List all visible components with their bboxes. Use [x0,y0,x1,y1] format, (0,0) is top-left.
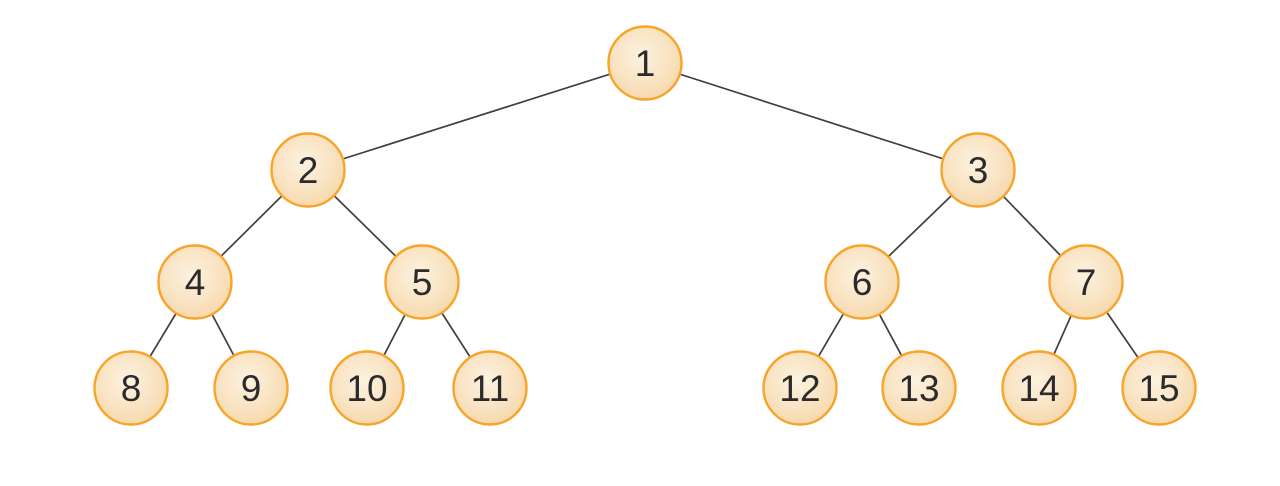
node-circle-4 [157,244,233,320]
tree-node-3: 3 [940,132,1016,208]
node-circle-10 [329,350,405,426]
node-label-15: 15 [1138,368,1179,409]
node-label-9: 9 [241,368,262,409]
tree-edge-1-2 [307,62,646,171]
node-label-6: 6 [852,262,873,303]
node-circle-14 [1001,350,1077,426]
node-circle-12 [762,350,838,426]
node-circle-8 [93,350,169,426]
node-label-3: 3 [968,150,989,191]
tree-node-5: 5 [384,244,460,320]
tree-node-10: 10 [329,350,405,426]
node-circle-1 [607,25,683,101]
tree-node-14: 14 [1001,350,1077,426]
node-circle-5 [384,244,460,320]
node-circle-13 [881,350,957,426]
node-circle-2 [270,132,346,208]
node-circle-15 [1121,350,1197,426]
node-label-2: 2 [298,150,319,191]
node-label-10: 10 [346,368,387,409]
node-label-14: 14 [1018,368,1059,409]
tree-node-4: 4 [157,244,233,320]
node-label-1: 1 [635,43,656,84]
node-label-13: 13 [898,368,939,409]
node-circle-3 [940,132,1016,208]
tree-node-9: 9 [213,350,289,426]
node-circle-7 [1048,244,1124,320]
tree-node-15: 15 [1121,350,1197,426]
node-circle-9 [213,350,289,426]
tree-node-12: 12 [762,350,838,426]
tree-node-1: 1 [607,25,683,101]
node-label-4: 4 [185,262,206,303]
node-label-11: 11 [471,368,509,409]
tree-node-6: 6 [824,244,900,320]
tree-node-13: 13 [881,350,957,426]
tree-node-7: 7 [1048,244,1124,320]
tree-node-8: 8 [93,350,169,426]
node-circle-6 [824,244,900,320]
node-label-7: 7 [1076,262,1097,303]
tree-node-11: 11 [452,350,528,426]
node-label-5: 5 [412,262,433,303]
node-label-8: 8 [121,368,142,409]
node-label-12: 12 [779,368,820,409]
tree-edge-1-3 [644,62,979,171]
tree-node-2: 2 [270,132,346,208]
node-circle-11 [452,350,528,426]
